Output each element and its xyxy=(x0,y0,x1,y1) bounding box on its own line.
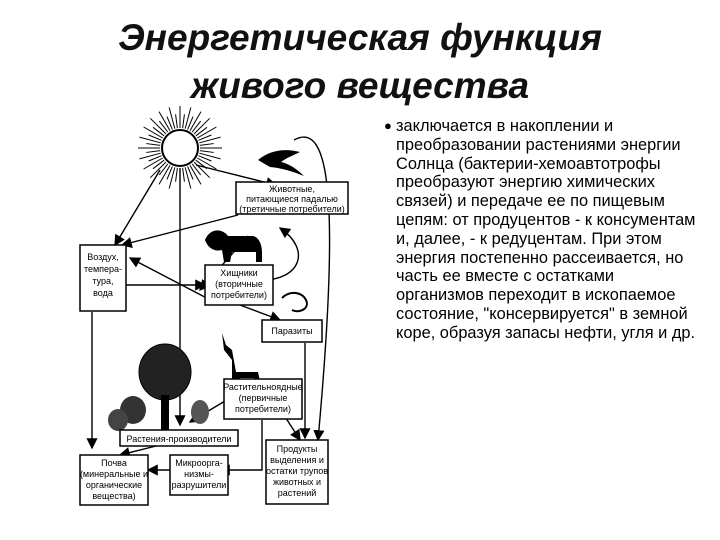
bullet-dot-icon: ● xyxy=(384,118,392,133)
bullet-text: заключается в накоплении и преобразовани… xyxy=(396,117,696,342)
sun-ray xyxy=(197,126,217,139)
sun-ray xyxy=(175,167,178,182)
box-soil: Почва (минеральные и органические вещест… xyxy=(79,454,149,506)
sun-ray xyxy=(199,143,214,146)
sun-ray xyxy=(197,157,217,170)
box-products-line: остатки трупов xyxy=(266,466,328,476)
sun-ray xyxy=(139,136,161,144)
box-microbes-line: разрушители xyxy=(172,480,227,490)
box-predators-line: Хищники xyxy=(220,268,257,278)
title-line-1: Энергетическая функция xyxy=(118,17,602,58)
bush-icon xyxy=(108,396,209,431)
box-air-line: вода xyxy=(93,288,113,298)
sun-ray xyxy=(198,155,212,162)
box-microbes-line: низмы- xyxy=(184,469,214,479)
box-parasites-line: Паразиты xyxy=(271,326,312,336)
box-parasites: Паразиты xyxy=(261,319,323,343)
sun-ray xyxy=(158,120,169,133)
sun-ray xyxy=(187,116,194,130)
sun-ray xyxy=(146,150,161,153)
box-herbivores-line: Растительноядные xyxy=(223,382,303,392)
box-air-line: темпера- xyxy=(84,264,122,274)
sun-ray xyxy=(158,111,171,131)
sun-ray xyxy=(168,167,176,189)
sun-ray xyxy=(182,114,185,129)
sun-ray xyxy=(158,163,169,176)
box-predators: Хищники (вторичные потребители) xyxy=(204,264,274,306)
box-herbivores: Растительноядные (первичные потребители) xyxy=(223,378,303,420)
sun-ray xyxy=(189,165,202,185)
sun-ray xyxy=(158,165,171,185)
sun-ray xyxy=(189,111,202,131)
sun-ray xyxy=(195,126,208,137)
box-predators-line: потребители) xyxy=(211,290,267,300)
box-air: Воздух, темпера- тура, вода xyxy=(79,244,127,312)
sun-ray xyxy=(143,126,163,139)
lion-icon xyxy=(205,230,262,262)
worm-icon xyxy=(281,292,308,313)
sun-ray xyxy=(199,152,221,160)
sun-ray xyxy=(199,150,214,153)
slide-title: Энергетическая функция живого вещества xyxy=(0,14,720,110)
box-herbivores-line: (первичные xyxy=(239,393,288,403)
sun-ray xyxy=(166,166,173,180)
box-soil-line: Почва xyxy=(101,458,127,468)
box-herbivores-line: потребители) xyxy=(235,404,291,414)
box-products-line: животных и xyxy=(273,477,321,487)
box-plants: Растения-производители xyxy=(119,429,239,447)
sun-ray xyxy=(184,107,192,129)
sun-ray xyxy=(193,117,211,135)
box-products-line: Продукты xyxy=(277,444,318,454)
sun-ray xyxy=(149,117,167,135)
deer-icon xyxy=(222,333,262,392)
box-microbes-line: Микроорга- xyxy=(175,458,223,468)
box-air-line: Воздух, xyxy=(87,252,119,262)
sun-ray xyxy=(182,167,185,182)
box-products-line: растений xyxy=(278,488,317,498)
box-soil-line: (минеральные и xyxy=(80,469,148,479)
box-soil-line: вещества) xyxy=(92,491,135,501)
sun-icon xyxy=(138,106,222,190)
box-microbes: Микроорга- низмы- разрушители xyxy=(169,454,229,496)
sun-ray xyxy=(139,152,161,160)
sun-ray xyxy=(184,167,192,189)
sun-ray xyxy=(143,157,163,170)
box-air-line: тура, xyxy=(92,276,113,286)
tree-icon xyxy=(138,343,192,430)
box-products-line: выделения и xyxy=(270,455,324,465)
box-animals-line: (третичные потребители) xyxy=(239,204,345,214)
sun-ray xyxy=(187,166,194,180)
sun-ray xyxy=(198,134,212,141)
box-predators-line: (вторичные xyxy=(215,279,263,289)
sun-ray xyxy=(166,116,173,130)
box-animals-line: Животные, xyxy=(269,184,315,194)
box-animals: Животные, питающиеся падалью (третичные … xyxy=(235,181,349,215)
box-products: Продукты выделения и остатки трупов живо… xyxy=(265,439,329,505)
sun-ray xyxy=(148,134,162,141)
sun-ray xyxy=(199,136,221,144)
sun-ray xyxy=(175,114,178,129)
sun-ray xyxy=(152,126,165,137)
sun-ray xyxy=(152,159,165,170)
sun-ray xyxy=(191,163,202,176)
sun-ray xyxy=(149,161,167,179)
sun-ray xyxy=(191,120,202,133)
box-animals-line: питающиеся падалью xyxy=(246,194,338,204)
box-plants-line: Растения-производители xyxy=(127,434,232,444)
bird-icon xyxy=(258,150,304,176)
sun-ray xyxy=(148,155,162,162)
sun-ray xyxy=(146,143,161,146)
bullet-list: ● заключается в накоплении и преобразова… xyxy=(384,117,696,343)
sun-ray xyxy=(168,107,176,129)
title-line-2: живого вещества xyxy=(190,65,530,106)
box-soil-line: органические xyxy=(86,480,142,490)
